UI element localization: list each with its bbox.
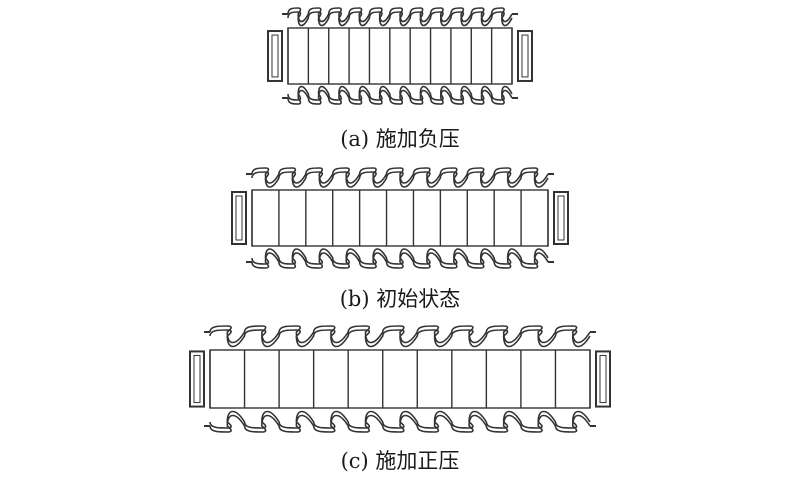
bellows-extended xyxy=(189,325,611,433)
bellows-compressed xyxy=(267,7,533,105)
bottom-corrugation-inner xyxy=(251,248,549,265)
right-flange-inner xyxy=(557,195,565,241)
top-corrugation-inner xyxy=(251,171,549,188)
caption-positive-pressure: (c) 施加正压 xyxy=(340,449,460,473)
bottom-corrugation-inner xyxy=(209,410,591,429)
right-collar xyxy=(512,13,518,99)
bottom-corrugation-outer xyxy=(209,414,591,433)
top-corrugation-outer xyxy=(287,7,513,23)
bottom-corrugation-outer xyxy=(251,252,549,269)
left-collar xyxy=(282,13,288,99)
left-flange xyxy=(267,30,283,82)
bellows-initial xyxy=(231,167,569,269)
top-corrugation-outer xyxy=(209,325,591,344)
right-flange xyxy=(517,30,533,82)
bottom-corrugation-outer xyxy=(287,89,513,105)
top-corrugation-inner xyxy=(209,329,591,348)
liner-tube xyxy=(251,189,549,247)
right-flange xyxy=(595,350,611,408)
right-flange xyxy=(553,191,569,245)
left-collar xyxy=(204,331,210,427)
left-flange-inner xyxy=(193,354,201,404)
left-collar xyxy=(246,173,252,263)
liner-tube xyxy=(287,27,513,85)
left-flange-inner xyxy=(271,34,279,78)
right-collar xyxy=(548,173,554,263)
top-corrugation-inner xyxy=(287,11,513,27)
liner-tube xyxy=(209,349,591,409)
caption-initial-state: (b) 初始状态 xyxy=(339,287,461,311)
left-flange xyxy=(231,191,247,245)
right-flange-inner xyxy=(521,34,529,78)
right-flange-inner xyxy=(599,354,607,404)
top-corrugation-outer xyxy=(251,167,549,184)
bottom-corrugation-inner xyxy=(287,85,513,101)
left-flange-inner xyxy=(235,195,243,241)
right-collar xyxy=(590,331,596,427)
caption-negative-pressure: (a) 施加负压 xyxy=(340,127,460,151)
left-flange xyxy=(189,350,205,408)
